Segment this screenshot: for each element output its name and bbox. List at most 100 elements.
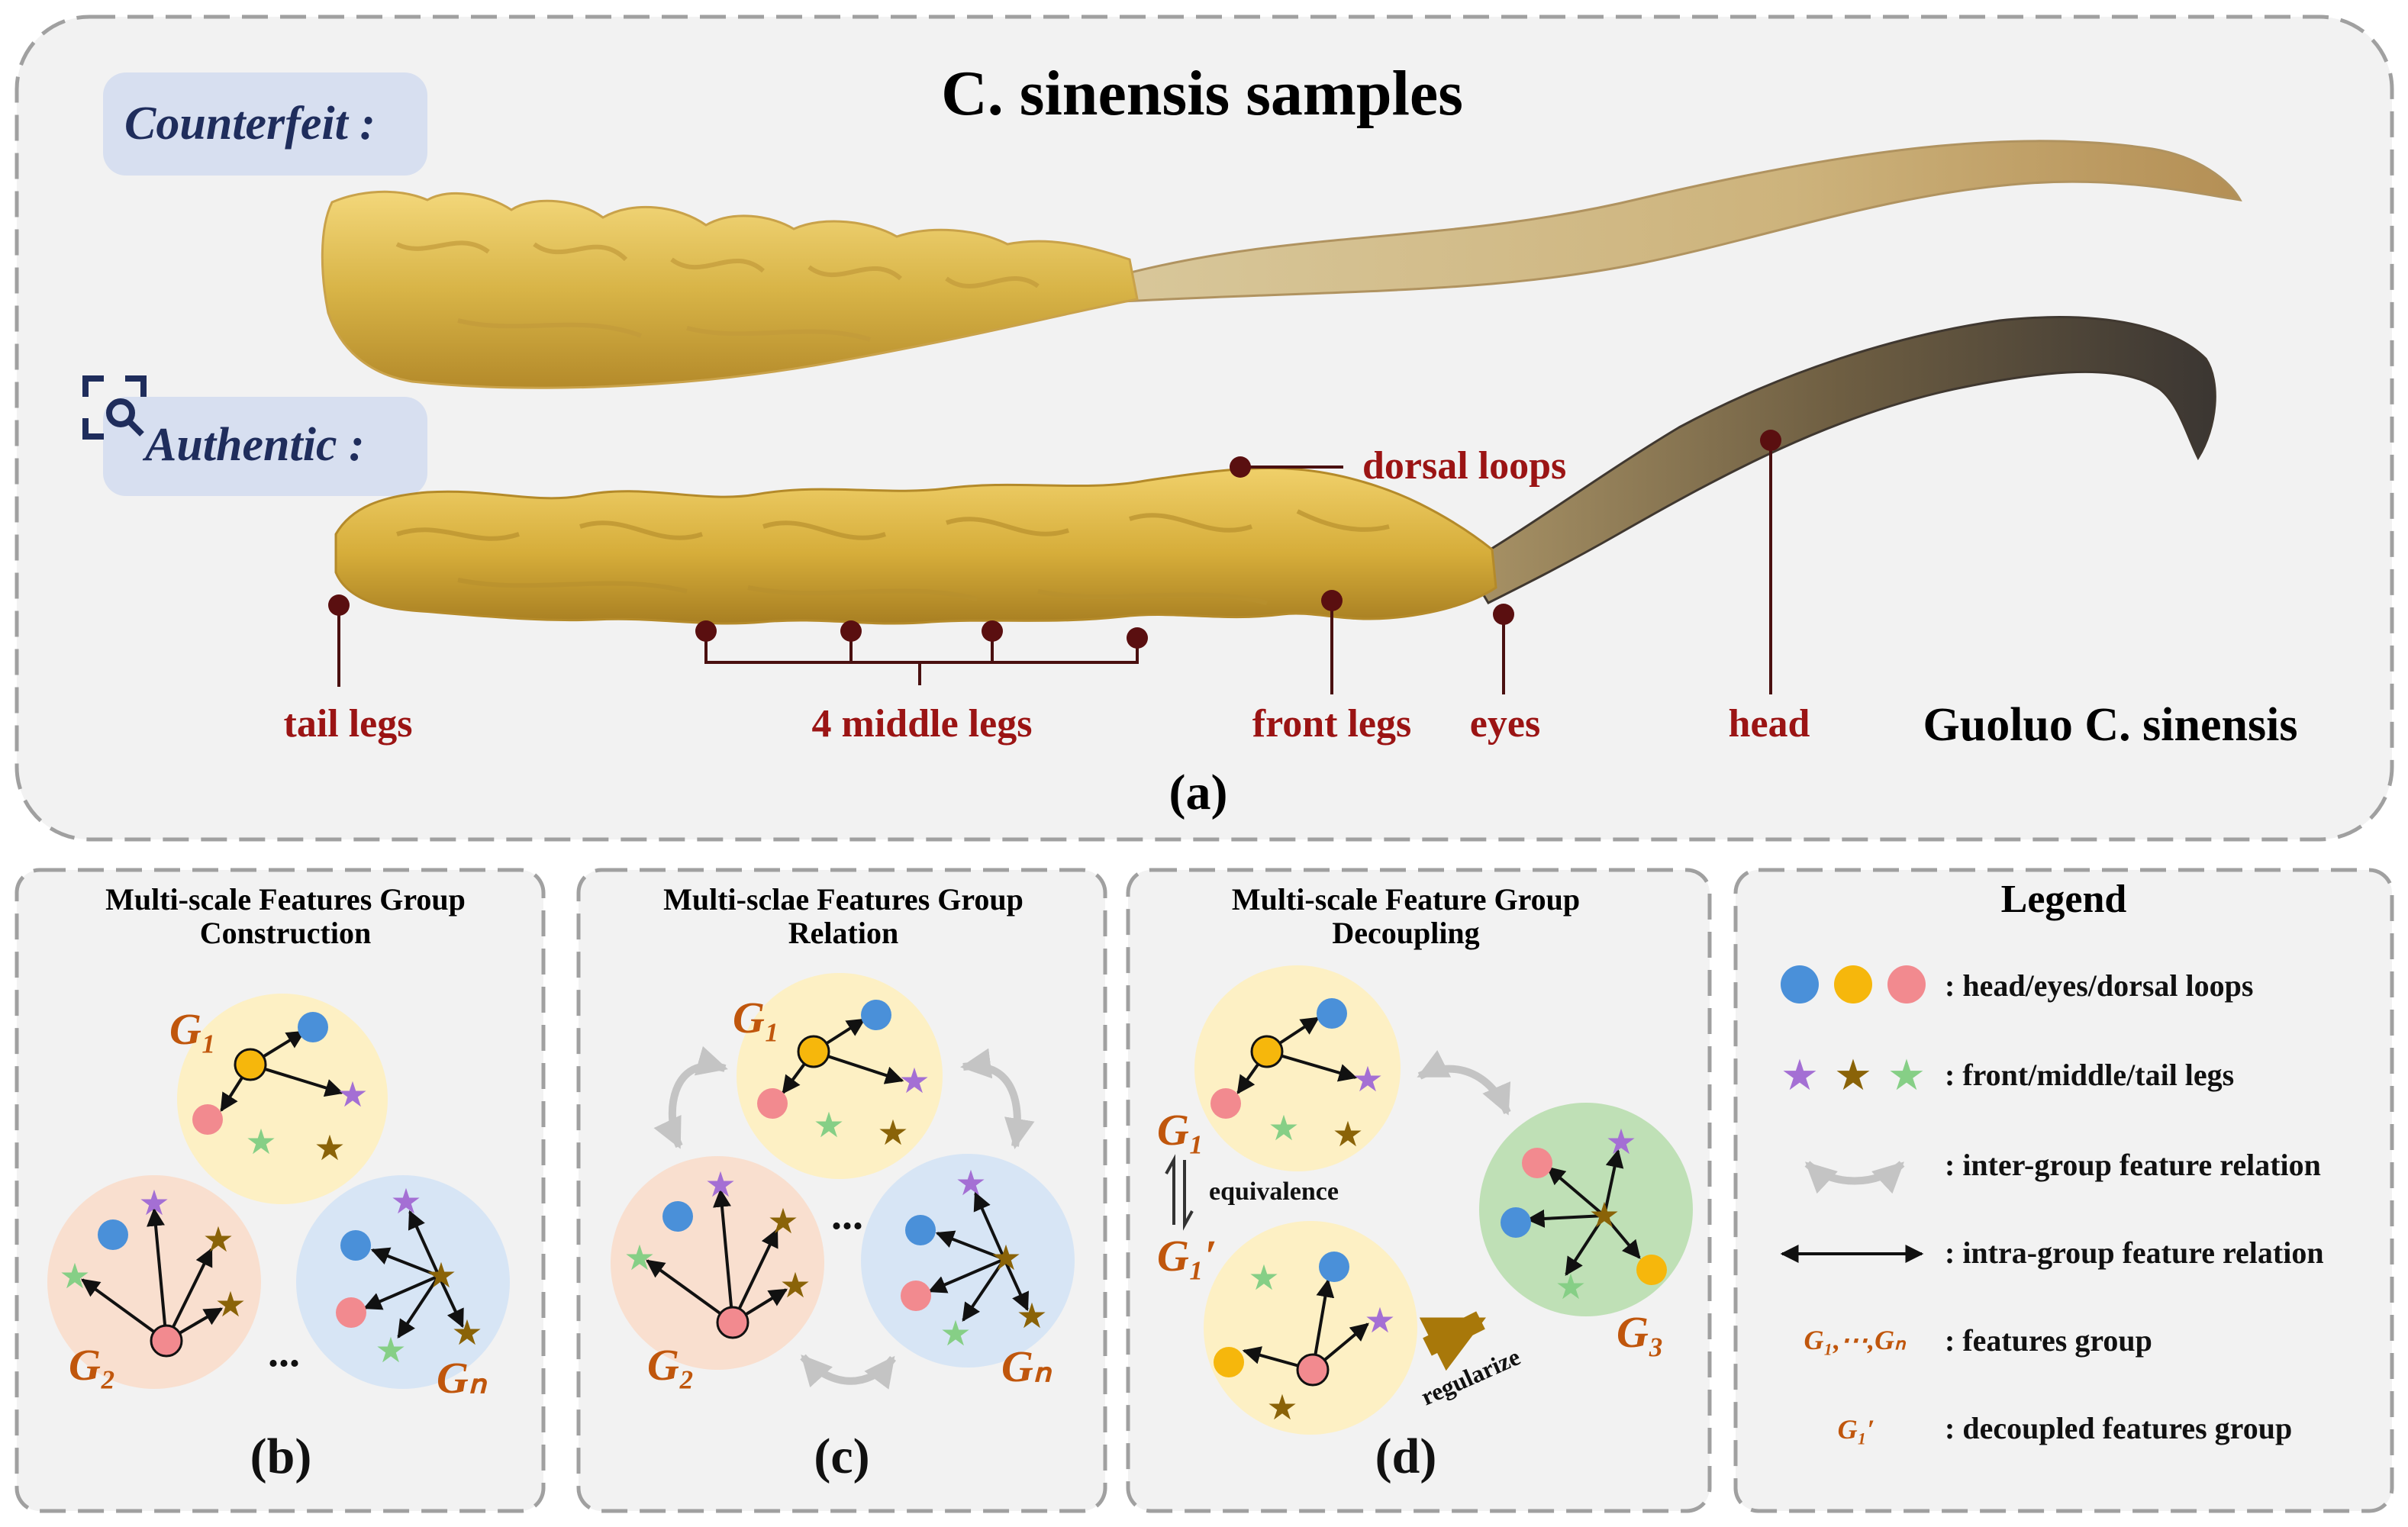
dot-blue <box>98 1219 128 1250</box>
group-g1 <box>737 973 943 1179</box>
star-green: ★ <box>1248 1258 1279 1297</box>
star-brown: ★ <box>202 1220 234 1259</box>
star-green: ★ <box>624 1239 655 1277</box>
legend-inter-group-arc <box>1804 1161 1905 1194</box>
label-dorsal-loops: dorsal loops <box>1362 444 1566 488</box>
legend-item-features-group: : features group <box>1945 1323 2152 1358</box>
dot-blue <box>905 1215 936 1245</box>
legend-star-green: ★ <box>1887 1052 1926 1100</box>
star-brown: ★ <box>1332 1115 1363 1154</box>
label-front-legs: front legs <box>1252 702 1411 746</box>
equivalence-arrows <box>1165 1154 1194 1231</box>
dot-pink <box>1296 1353 1330 1387</box>
star-purple: ★ <box>1605 1123 1636 1161</box>
label-middle-legs: 4 middle legs <box>812 702 1033 746</box>
dot-pink <box>336 1297 366 1328</box>
counterfeit-pill <box>103 72 427 176</box>
label-g1: G₁ <box>169 1004 217 1054</box>
label-head: head <box>1729 702 1810 746</box>
star-brown: ★ <box>451 1313 482 1352</box>
panel-c-title-line2: Relation <box>788 916 898 950</box>
dot-pink <box>901 1281 931 1311</box>
panel-a: C. sinensis samples Counterfeit : Authen… <box>15 14 2394 842</box>
group-g1-prime <box>1204 1221 1417 1435</box>
annotation-dots <box>328 430 1781 649</box>
legend-frame <box>1733 868 2394 1513</box>
panel-a-title: C. sinensis samples <box>941 58 1463 129</box>
group-gn <box>861 1154 1075 1368</box>
star-purple: ★ <box>955 1164 986 1203</box>
label-gn: Gₙ <box>1001 1342 1052 1391</box>
authentic-label: Authentic : <box>142 419 365 471</box>
legend-dot-yellow <box>1834 965 1872 1004</box>
species-label: Guoluo C. sinensis <box>1923 699 2297 751</box>
authentic-pill <box>103 397 427 496</box>
dot-yellow <box>1250 1035 1284 1068</box>
star-purple: ★ <box>1364 1301 1395 1340</box>
label-g3: G₃ <box>1617 1307 1664 1357</box>
inter-group-arc <box>1417 1050 1511 1116</box>
star-brown: ★ <box>214 1285 246 1324</box>
label-g2: G₂ <box>69 1340 116 1390</box>
panel-c-title-line1: Multi-sclae Features Group <box>663 882 1023 917</box>
counterfeit-label: Counterfeit : <box>124 98 376 150</box>
equivalence-label: equivalence <box>1209 1177 1339 1206</box>
legend-item-head-eyes-dorsal: : head/eyes/dorsal loops <box>1945 968 2253 1003</box>
legend-star-purple: ★ <box>1781 1052 1819 1100</box>
label-gn: Gₙ <box>437 1353 488 1403</box>
group-gn <box>296 1175 510 1389</box>
dot-yellow <box>1214 1347 1244 1377</box>
legend-title: Legend <box>2001 878 2127 921</box>
legend-dot-pink <box>1887 965 1926 1004</box>
panel-c: Multi-sclae Features Group Relation ★ ★ … <box>576 868 1107 1513</box>
dot-blue <box>1319 1252 1349 1282</box>
dot-pink <box>1210 1088 1241 1119</box>
legend-item-legs: : front/middle/tail legs <box>1945 1058 2234 1092</box>
star-brown: ★ <box>1016 1297 1047 1335</box>
dot-pink <box>1522 1148 1552 1178</box>
authentic-specimen-image <box>334 316 2216 625</box>
star-purple: ★ <box>337 1075 368 1114</box>
dot-yellow <box>797 1035 830 1068</box>
dot-blue <box>861 1000 891 1030</box>
label-g2: G₂ <box>647 1340 695 1390</box>
dot-pink <box>757 1088 788 1119</box>
group-g1 <box>177 994 388 1204</box>
dot-pink <box>150 1324 183 1358</box>
legend-item-inter-group: : inter-group feature relation <box>1945 1148 2321 1182</box>
dot-blue <box>298 1012 328 1042</box>
group-g1 <box>1194 965 1401 1171</box>
star-purple: ★ <box>390 1182 421 1221</box>
panel-d: Multi-scale Feature Group Decoupling ★ ★… <box>1126 868 1712 1513</box>
label-g1: G₁ <box>1157 1105 1204 1155</box>
ellipsis: ... <box>268 1329 300 1376</box>
star-brown: ★ <box>1266 1388 1297 1427</box>
dot-yellow <box>1636 1255 1667 1285</box>
counterfeit-specimen-image <box>321 140 2242 389</box>
star-brown: ★ <box>779 1266 811 1305</box>
star-brown: ★ <box>314 1129 345 1168</box>
panel-d-title-line1: Multi-scale Feature Group <box>1232 882 1580 917</box>
legend-dot-blue <box>1781 965 1819 1004</box>
legend-star-brown: ★ <box>1834 1052 1872 1100</box>
panel-b: Multi-scale Features Group Construction … <box>15 868 546 1513</box>
label-tail-legs: tail legs <box>284 702 413 746</box>
star-purple: ★ <box>1352 1060 1383 1099</box>
star-purple: ★ <box>138 1184 169 1223</box>
legend-item-decoupled-group: : decoupled features group <box>1945 1411 2292 1445</box>
dot-pink <box>716 1306 749 1339</box>
label-eyes: eyes <box>1470 702 1540 746</box>
star-green: ★ <box>375 1331 406 1370</box>
dot-blue <box>1317 998 1347 1029</box>
label-g1: G₁ <box>733 993 780 1042</box>
legend-decoupled-group: G₁′ <box>1838 1414 1875 1445</box>
focus-search-icon <box>82 375 147 440</box>
panel-d-caption: (d) <box>1375 1429 1437 1484</box>
star-green: ★ <box>813 1106 844 1145</box>
star-brown: ★ <box>767 1202 798 1241</box>
ellipsis: ... <box>831 1191 863 1239</box>
star-brown: ★ <box>425 1256 456 1295</box>
dot-yellow <box>234 1048 267 1081</box>
panel-b-title-line1: Multi-scale Features Group <box>105 882 466 917</box>
